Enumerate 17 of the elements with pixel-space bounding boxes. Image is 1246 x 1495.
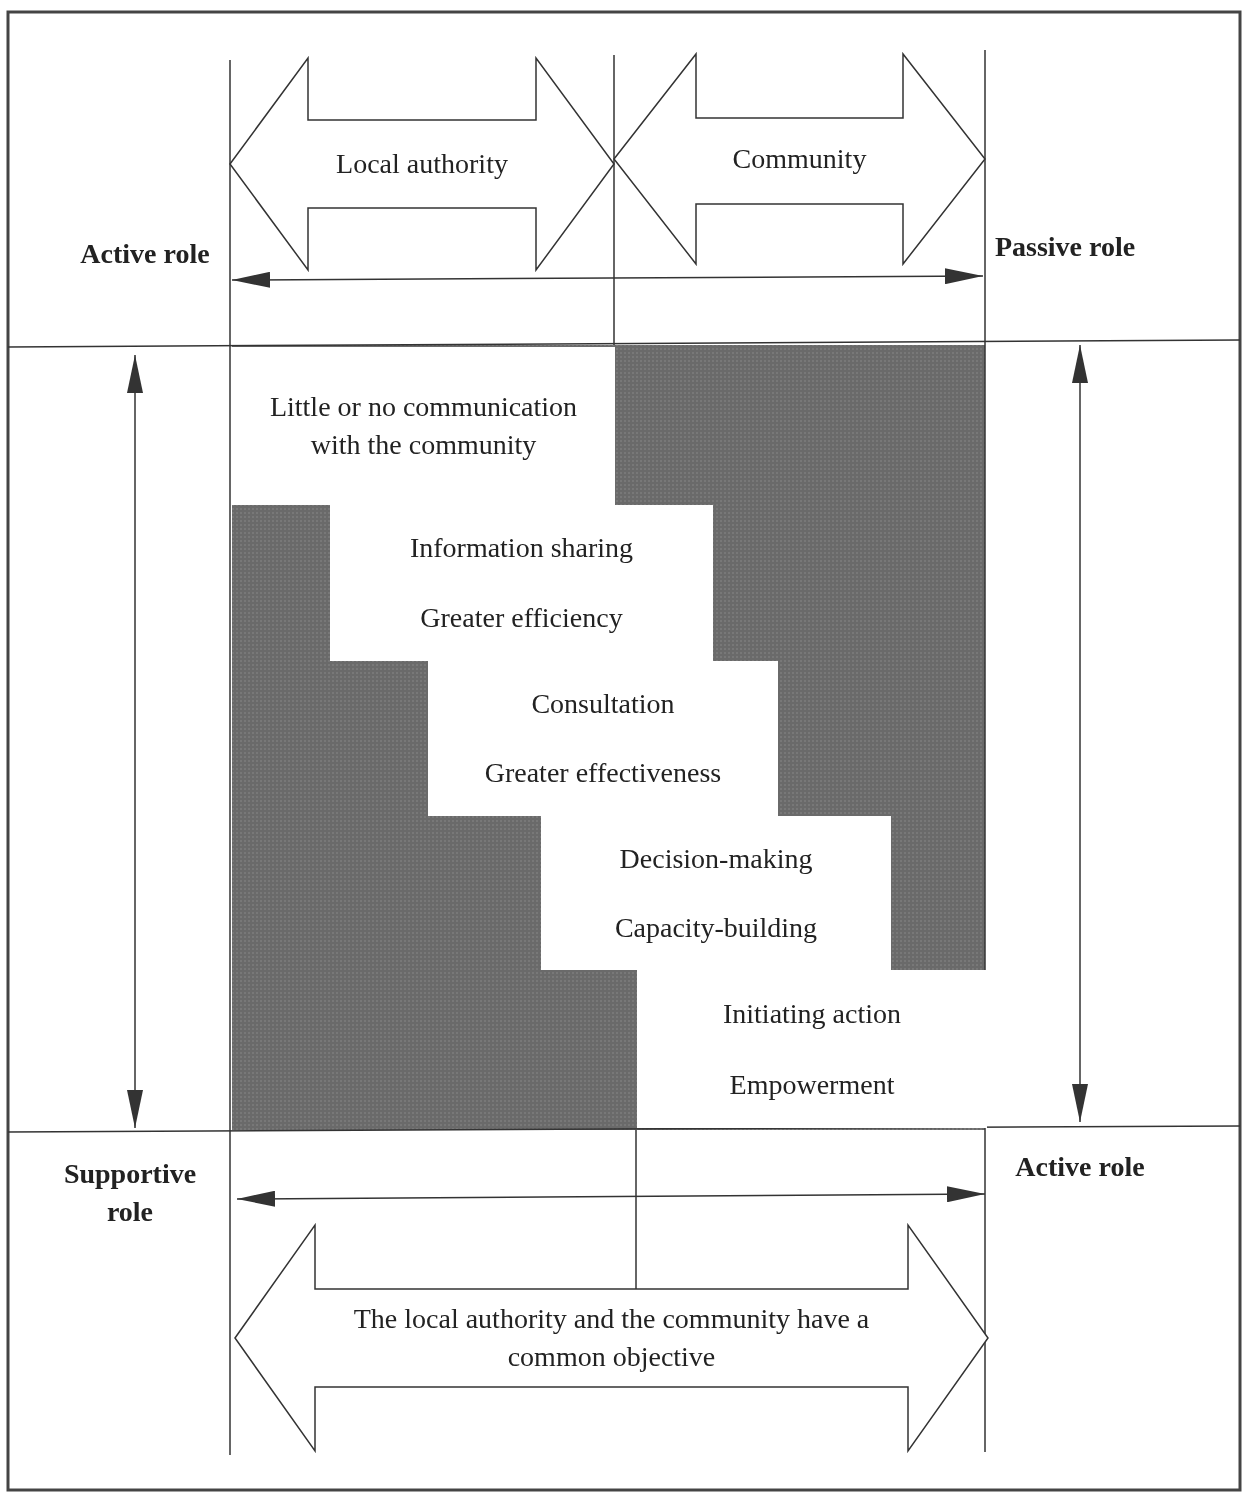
step-text: Empowerment	[729, 1067, 895, 1102]
step-text: Greater effectiveness	[484, 756, 722, 791]
step-text: Initiating action	[722, 996, 902, 1031]
step-text: Consultation	[531, 686, 675, 721]
arrow-label: The local authority and the community have a common objective	[352, 1302, 871, 1374]
step-text: Capacity-building	[614, 910, 818, 945]
step-text: Little or no communication with the community	[268, 390, 579, 462]
step-box	[232, 347, 615, 505]
role-label: Active role	[79, 237, 211, 271]
role-label: Passive role	[993, 230, 1137, 264]
role-label: Supportive role	[62, 1157, 198, 1229]
step-text: Decision-making	[619, 841, 813, 876]
step-text: Information sharing	[409, 531, 634, 566]
arrow-label: Local authority	[336, 147, 508, 182]
role-label: Active role	[1014, 1150, 1146, 1184]
arrow-label: Community	[732, 142, 867, 177]
step-text: Greater efficiency	[420, 601, 623, 636]
